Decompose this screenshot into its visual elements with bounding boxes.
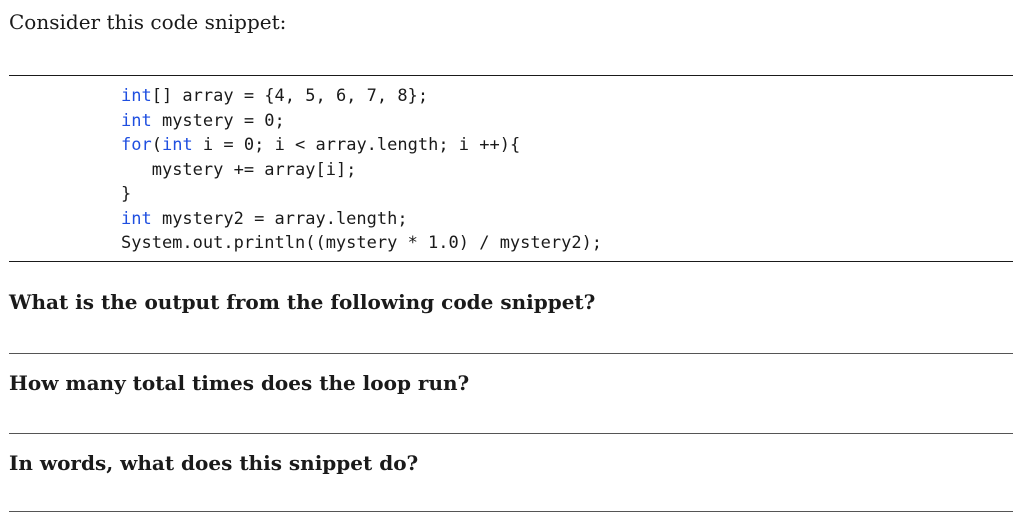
question-loop-count: How many total times does the loop run? bbox=[9, 371, 470, 395]
code-line: int[] array = {4, 5, 6, 7, 8}; bbox=[121, 84, 602, 109]
answer-line-description bbox=[9, 511, 1013, 512]
code-text: mystery = 0; bbox=[151, 110, 285, 131]
code-line: System.out.println((mystery * 1.0) / mys… bbox=[121, 231, 602, 256]
code-line: } bbox=[121, 182, 602, 207]
question-description: In words, what does this snippet do? bbox=[9, 451, 419, 475]
answer-line-loop-count bbox=[9, 433, 1013, 434]
code-line: int mystery = 0; bbox=[121, 109, 602, 134]
code-line: mystery += array[i]; bbox=[121, 158, 602, 183]
code-text: [] array = {4, 5, 6, 7, 8}; bbox=[151, 86, 429, 106]
code-text: i = 0; i < array.length; i ++){ bbox=[192, 135, 521, 155]
code-text: ( bbox=[151, 135, 162, 155]
code-keyword: int bbox=[121, 110, 152, 131]
code-keyword: int bbox=[161, 135, 193, 155]
code-indent bbox=[121, 160, 152, 180]
code-text: mystery += array[i]; bbox=[151, 159, 357, 180]
code-keyword: for bbox=[121, 135, 152, 155]
code-line: for(int i = 0; i < array.length; i ++){ bbox=[121, 133, 602, 158]
code-bottom-rule bbox=[9, 261, 1013, 262]
answer-line-output bbox=[9, 353, 1013, 354]
code-snippet: int[] array = {4, 5, 6, 7, 8}; int myste… bbox=[121, 84, 602, 256]
code-line: int mystery2 = array.length; bbox=[121, 207, 602, 232]
code-text: System.out.println((mystery * 1.0) / mys… bbox=[121, 233, 603, 253]
code-keyword: int bbox=[121, 86, 152, 106]
code-top-rule bbox=[9, 75, 1013, 76]
code-text: mystery2 = array.length; bbox=[151, 208, 408, 229]
code-text: } bbox=[121, 184, 132, 204]
question-output: What is the output from the following co… bbox=[9, 290, 596, 314]
code-keyword: int bbox=[121, 208, 152, 229]
intro-text: Consider this code snippet: bbox=[9, 10, 287, 34]
